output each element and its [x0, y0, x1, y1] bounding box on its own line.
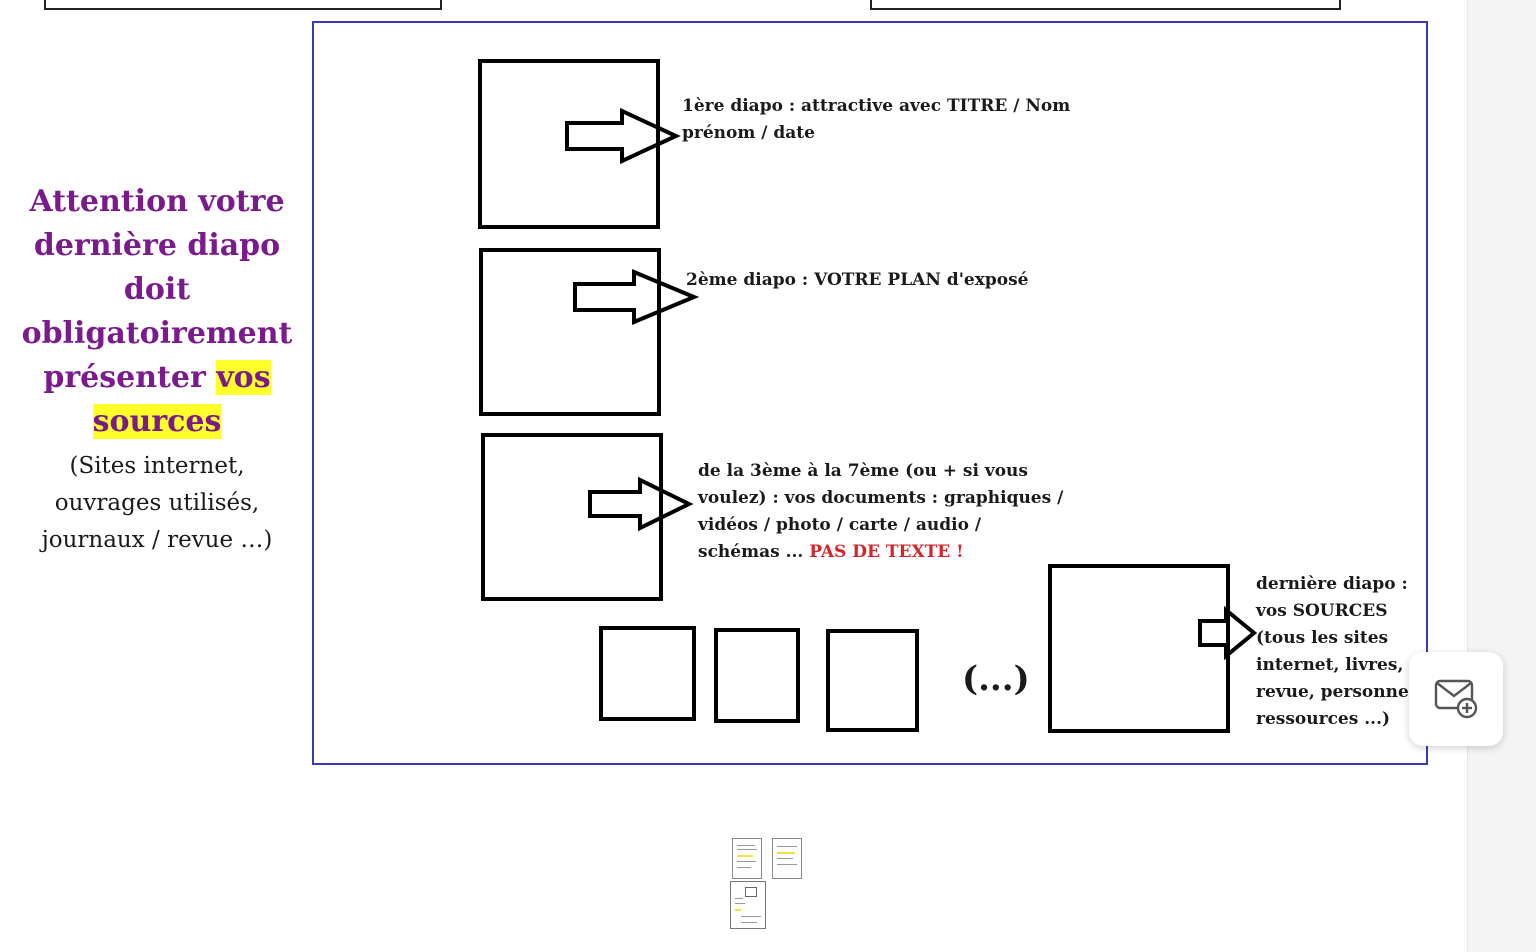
warning-sub-2: ouvrages utilisés, [54, 490, 260, 516]
warning-line-5: présenter vos [14, 356, 300, 400]
previous-content-box-right [870, 0, 1341, 10]
warning-line-1: Attention votre [29, 184, 285, 219]
warning-line-2: dernière diapo [33, 228, 281, 263]
slide-3-caption-text: de la 3ème à la 7ème (ou + si vous voule… [698, 461, 1064, 562]
slide-box-small-1 [599, 626, 696, 721]
page-thumbnail-1[interactable] [732, 838, 762, 879]
add-to-mail-button[interactable] [1409, 652, 1503, 746]
slide-2-caption: 2ème diapo : VOTRE PLAN d'exposé [686, 270, 1029, 290]
warning-line-6: sources [14, 400, 300, 444]
previous-content-box-left [44, 0, 442, 10]
slide-box-small-2 [714, 628, 800, 723]
highlight-vos: vos [216, 360, 271, 395]
warning-sub-3: journaux / revue …) [41, 527, 273, 553]
diagram-graphics [478, 59, 1258, 733]
warning-sub-1: (Sites internet, [69, 453, 245, 479]
highlight-sources: sources [92, 404, 222, 439]
page-thumbnail-2[interactable] [772, 838, 802, 879]
mail-add-icon [1433, 675, 1479, 723]
arrow-last [1198, 605, 1258, 661]
page-thumbnail-3[interactable] [730, 881, 766, 929]
arrow-2 [573, 269, 700, 325]
slide-box-small-3 [826, 629, 919, 732]
warning-line-3: doit [123, 272, 191, 307]
arrow-3 [588, 476, 694, 532]
slide-box-last [1048, 564, 1230, 733]
slide-3-caption: de la 3ème à la 7ème (ou + si vous voule… [698, 458, 1063, 566]
last-slide-caption: dernière diapo : vos SOURCES (tous les s… [1256, 574, 1419, 729]
more-slides-ellipsis: (...) [962, 659, 1030, 699]
arrow-1 [565, 107, 681, 165]
document-page: Attention votre dernière diapo doit obli… [14, 0, 1428, 929]
warning-line-5-text: présenter [43, 360, 217, 395]
right-panel [1467, 0, 1536, 952]
slide-1-caption: 1ère diapo : attractive avec TITRE / Nom… [682, 96, 1071, 143]
slide-box-2 [479, 248, 661, 416]
warning-line-4: obligatoirement [21, 316, 293, 351]
warning-note: Attention votre dernière diapo doit obli… [14, 180, 300, 444]
slides-diagram: 1ère diapo : attractive avec TITRE / Nom… [312, 21, 1428, 765]
warning-subnote: (Sites internet, ouvrages utilisés, jour… [14, 448, 300, 559]
no-text-warning: PAS DE TEXTE ! [809, 542, 964, 562]
